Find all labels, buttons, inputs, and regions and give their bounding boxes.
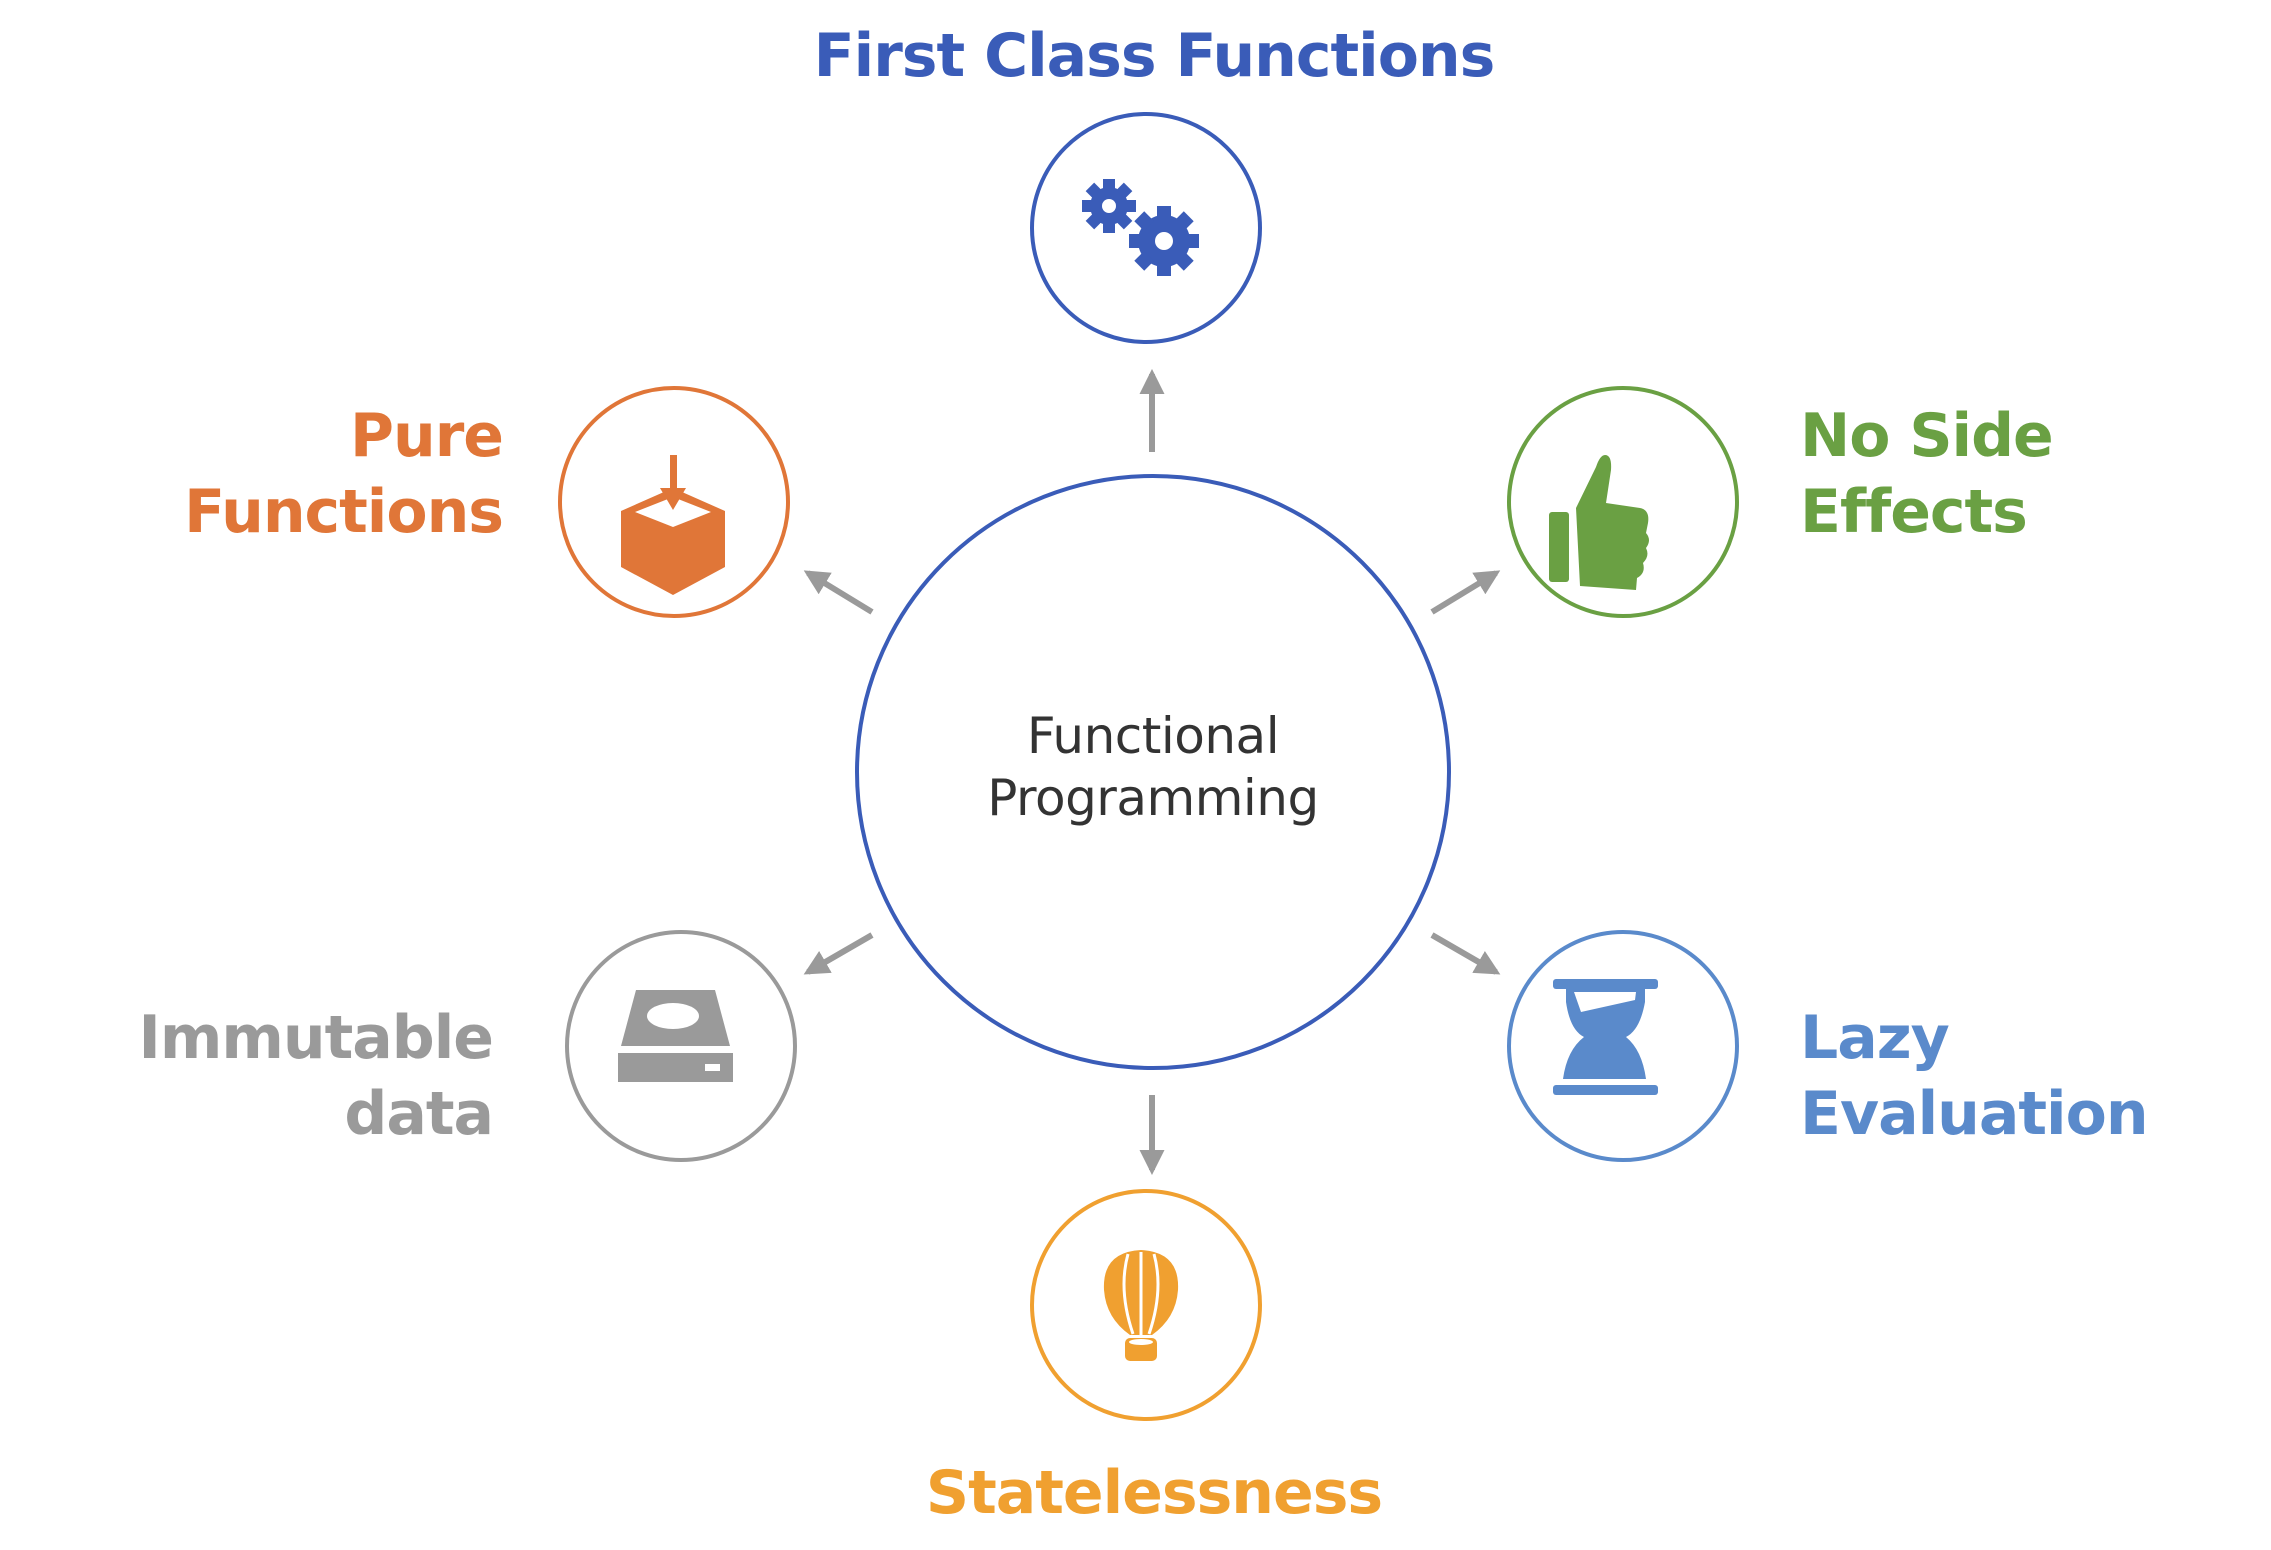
center-label: Functional Programming [856, 705, 1450, 829]
label-immutable-data: Immutable data [138, 1000, 494, 1152]
label-line: Pure [350, 401, 504, 471]
label-lazy-evaluation: Lazy Evaluation [1800, 1000, 2149, 1152]
node-pure-functions [558, 386, 790, 618]
label-line: First Class Functions [813, 21, 1496, 91]
arrow-to-pure-functions [803, 570, 874, 615]
arrow-to-lazy-evaluation [1430, 932, 1501, 975]
label-line: Functions [184, 477, 504, 547]
node-first-class-functions [1030, 112, 1262, 344]
hard-drive-icon [618, 990, 733, 1082]
node-statelessness [1030, 1189, 1262, 1421]
label-first-class-functions: First Class Functions [0, 18, 2271, 94]
label-pure-functions: Pure Functions [184, 398, 504, 550]
node-lazy-evaluation [1507, 930, 1739, 1162]
thumbs-up-icon [1549, 455, 1649, 590]
label-line: Lazy [1800, 1003, 1950, 1073]
box-download-icon [621, 455, 725, 595]
hourglass-icon [1553, 979, 1658, 1095]
center-label-line-2: Programming [987, 769, 1319, 827]
hot-air-balloon-icon [1103, 1250, 1179, 1361]
center-circle [855, 474, 1451, 1070]
label-statelessness: Statelessness [0, 1455, 2271, 1531]
center-label-line-1: Functional [1026, 707, 1280, 765]
label-line: Evaluation [1800, 1079, 2149, 1149]
label-no-side-effects: No Side Effects [1800, 398, 2054, 550]
node-immutable-data [565, 930, 797, 1162]
node-no-side-effects [1507, 386, 1739, 618]
arrows [803, 368, 1501, 1176]
arrow-to-immutable-data [803, 932, 874, 975]
arrow-to-no-side-effects [1430, 570, 1501, 615]
label-line: Effects [1800, 477, 2028, 547]
label-line: Statelessness [925, 1458, 1383, 1528]
label-line: No Side [1800, 401, 2054, 471]
label-line: Immutable [138, 1003, 494, 1073]
label-line: data [344, 1079, 494, 1149]
